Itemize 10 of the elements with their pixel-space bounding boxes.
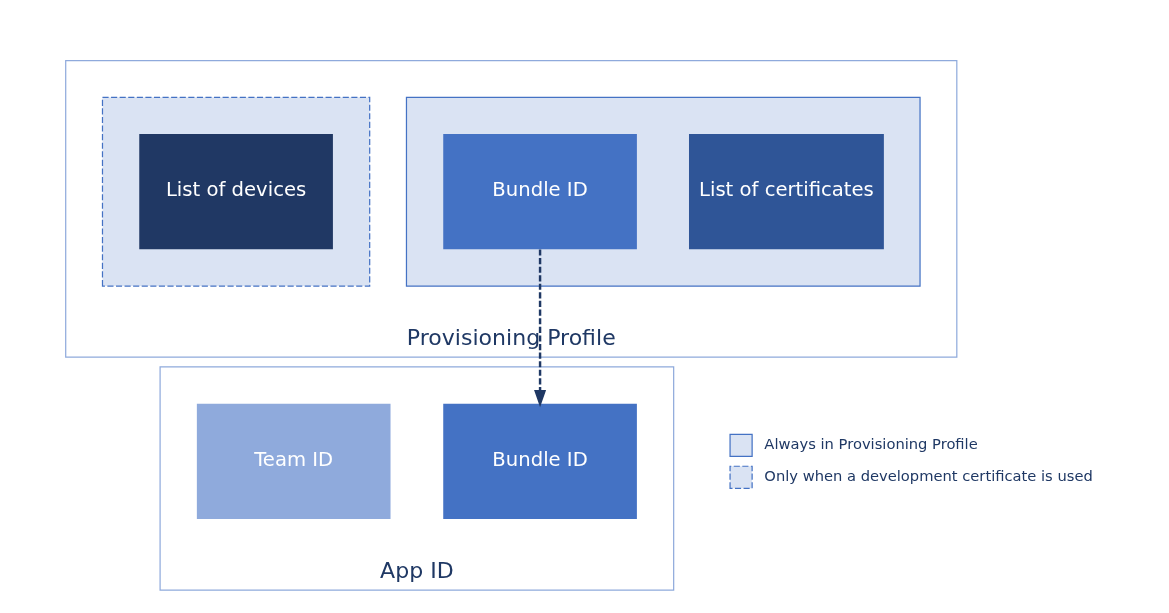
node-box: Team ID [196,403,391,519]
node-box: Bundle ID [443,134,637,250]
node-box: List of devices [139,134,333,250]
node-box: List of certificates [689,134,884,250]
legend-label: Only when a development certificate is used [764,467,1093,485]
cluster [405,96,921,287]
cluster [101,96,371,287]
arrow [534,249,547,408]
legend-label: Always in Provisioning Profile [764,435,978,453]
node-box: Bundle ID [443,403,637,519]
